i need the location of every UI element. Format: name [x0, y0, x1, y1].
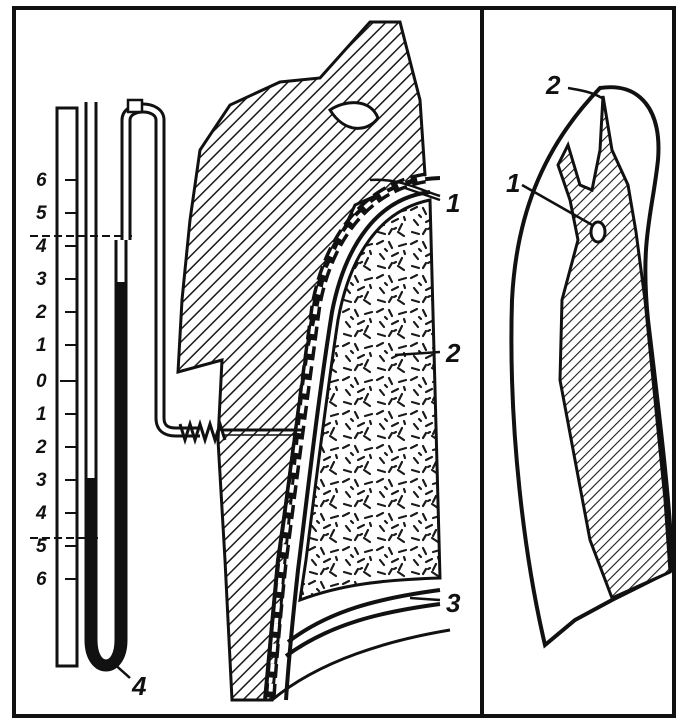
label-r2: 2	[545, 70, 561, 100]
leader-4	[112, 662, 130, 678]
left-panel: 6 5 4 3 2 1 0 1 2 3 4 5 6	[30, 22, 461, 701]
pressure-scale	[57, 108, 77, 666]
label-r1: 1	[506, 168, 520, 198]
scale-zero: 0	[36, 371, 47, 392]
scale-up-6: 6	[36, 170, 47, 191]
right-panel: 1 2	[506, 70, 672, 645]
scale-up-4: 4	[35, 236, 47, 257]
label-1-pleura: 1	[446, 188, 460, 218]
scale-down-2: 2	[35, 437, 47, 458]
scale-up-5: 5	[36, 203, 47, 224]
scale-down-1: 1	[36, 404, 47, 425]
label-3-diaphragm: 3	[446, 588, 461, 618]
scale-up-3: 3	[36, 269, 47, 290]
diaphragm-base	[272, 630, 450, 700]
leader-3	[410, 598, 440, 600]
label-4-manometer: 4	[131, 671, 147, 701]
scale-down-4: 4	[35, 503, 47, 524]
scale-down-3: 3	[36, 470, 47, 491]
tube-top-fitting	[128, 100, 142, 112]
label-2-lung: 2	[445, 338, 461, 368]
manometer-left-arm-inner	[96, 102, 116, 661]
scale-up-2: 2	[35, 302, 47, 323]
scale-down-5: 5	[36, 536, 47, 557]
scale-up-1: 1	[36, 335, 47, 356]
scale-down-6: 6	[36, 569, 47, 590]
